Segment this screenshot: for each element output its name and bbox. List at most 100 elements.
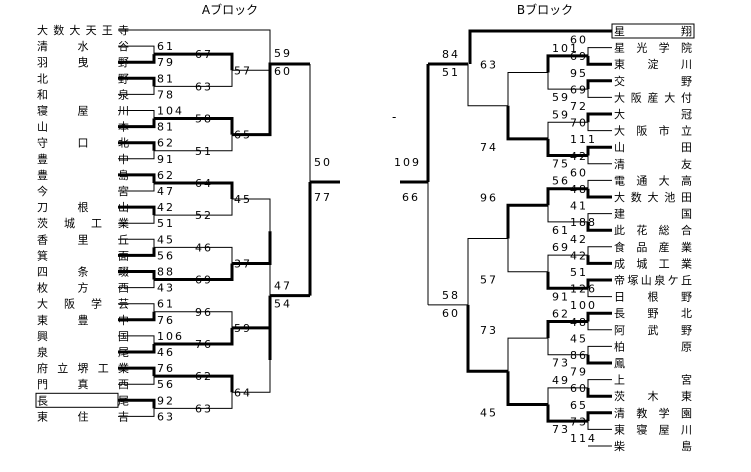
team-name: 長尾 bbox=[37, 394, 129, 407]
score-label: 65 bbox=[570, 399, 588, 412]
bye-line bbox=[118, 29, 271, 52]
match-line bbox=[268, 62, 310, 103]
match-line bbox=[587, 288, 612, 298]
team-name: 成城工業 bbox=[614, 257, 692, 270]
match-line bbox=[546, 320, 588, 339]
team-name: 和泉 bbox=[37, 87, 129, 101]
match-line bbox=[547, 205, 588, 223]
match-line bbox=[154, 134, 233, 152]
match-line bbox=[118, 376, 155, 385]
team-name: 日根野 bbox=[614, 290, 692, 304]
match-line bbox=[586, 55, 612, 66]
team-name: 羽曳野 bbox=[37, 56, 129, 69]
dash-mark: - bbox=[392, 110, 396, 124]
team-name: 清水谷 bbox=[37, 40, 129, 53]
match-line bbox=[587, 345, 612, 355]
score-label: 104 bbox=[157, 105, 184, 118]
score-label: 57 bbox=[480, 274, 498, 287]
match-line bbox=[118, 205, 156, 216]
score-label: 56 bbox=[157, 378, 175, 391]
score-label: 76 bbox=[157, 362, 175, 375]
score-label: 45 bbox=[157, 233, 175, 246]
match-line bbox=[154, 263, 234, 282]
score-label: 84 bbox=[442, 48, 460, 61]
match-line bbox=[587, 421, 612, 430]
score-label: 69 bbox=[570, 50, 588, 63]
block-a-title: Aブロック bbox=[202, 2, 258, 17]
team-name: 刀根山 bbox=[37, 200, 129, 214]
team-name: 上宮 bbox=[614, 373, 692, 387]
score-label: 86 bbox=[570, 349, 588, 362]
score-label: 76 bbox=[195, 338, 213, 351]
score-label: 59 bbox=[274, 47, 292, 60]
team-name: 東住吉 bbox=[37, 409, 129, 423]
match-line bbox=[507, 337, 548, 372]
score-label: 81 bbox=[157, 121, 175, 134]
score-label: 62 bbox=[195, 370, 213, 383]
match-line bbox=[118, 238, 155, 248]
score-label: 56 bbox=[552, 175, 570, 188]
score-label: 48 bbox=[570, 316, 588, 329]
match-line bbox=[154, 52, 234, 71]
score-label: 72 bbox=[570, 100, 588, 113]
score-label: 73 bbox=[480, 324, 498, 337]
match-line bbox=[507, 72, 548, 106]
match-line bbox=[118, 398, 156, 409]
score-label: 63 bbox=[480, 59, 498, 72]
score-label: 49 bbox=[552, 374, 570, 387]
team-name: 門真西 bbox=[37, 377, 129, 391]
team-name: 長野北 bbox=[614, 307, 692, 320]
score-label: 42 bbox=[157, 201, 175, 214]
score-label: 74 bbox=[480, 141, 498, 154]
score-label: 60 bbox=[570, 34, 588, 47]
score-label: 92 bbox=[157, 394, 175, 407]
score-label: 47 bbox=[157, 185, 175, 198]
score-label: 47 bbox=[274, 280, 292, 293]
match-line bbox=[587, 89, 612, 98]
score-label: 61 bbox=[552, 224, 570, 237]
match-line bbox=[587, 122, 612, 132]
match-line bbox=[118, 343, 156, 354]
score-label: 64 bbox=[195, 177, 213, 190]
match-line bbox=[586, 354, 612, 365]
team-name: 豊中 bbox=[37, 153, 129, 166]
team-name: 興国 bbox=[37, 330, 129, 343]
match-line bbox=[586, 278, 612, 289]
team-name: 山田 bbox=[614, 141, 692, 154]
team-name: 星光学院 bbox=[614, 41, 692, 55]
score-label: 81 bbox=[157, 72, 175, 85]
team-name: 電通大高 bbox=[614, 173, 692, 187]
match-line bbox=[587, 321, 612, 331]
match-line bbox=[586, 255, 612, 265]
score-label: 58 bbox=[442, 289, 460, 302]
match-line bbox=[547, 387, 588, 405]
team-name: 府立堺工業 bbox=[37, 361, 129, 375]
team-name: 守口北 bbox=[37, 136, 129, 150]
team-name: 此花総合 bbox=[614, 223, 692, 237]
match-line bbox=[587, 379, 612, 388]
team-name: 交野 bbox=[614, 74, 692, 88]
score-label: 63 bbox=[195, 402, 213, 415]
match-line bbox=[154, 181, 234, 200]
match-line bbox=[587, 213, 612, 222]
score-label: 51 bbox=[442, 66, 460, 79]
match-line bbox=[546, 271, 588, 290]
team-name: 大阪市立 bbox=[614, 124, 692, 138]
match-line bbox=[154, 327, 234, 346]
match-line bbox=[118, 86, 155, 95]
team-name: 大阪学芸 bbox=[37, 297, 129, 311]
match-line bbox=[118, 54, 156, 64]
score-label: 42 bbox=[570, 249, 588, 262]
match-line bbox=[586, 145, 612, 156]
score-label: 79 bbox=[570, 366, 588, 379]
match-line bbox=[118, 366, 156, 377]
score-label: 77 bbox=[314, 191, 332, 204]
score-label: 95 bbox=[570, 67, 588, 80]
score-label: 100 bbox=[570, 299, 597, 312]
match-line bbox=[546, 138, 588, 157]
match-line bbox=[118, 150, 155, 160]
score-label: 45 bbox=[480, 407, 498, 420]
team-name: 北野 bbox=[37, 72, 129, 85]
match-line bbox=[118, 118, 156, 129]
match-line bbox=[118, 408, 155, 417]
